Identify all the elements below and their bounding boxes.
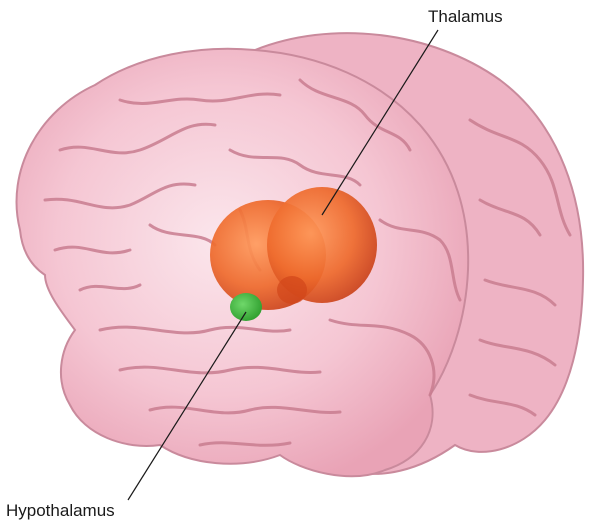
- thalamus-label: Thalamus: [428, 8, 503, 25]
- hypothalamus-label: Hypothalamus: [6, 502, 115, 519]
- hypothalamus: [230, 293, 262, 321]
- thalamus-inner-nucleus: [277, 276, 307, 304]
